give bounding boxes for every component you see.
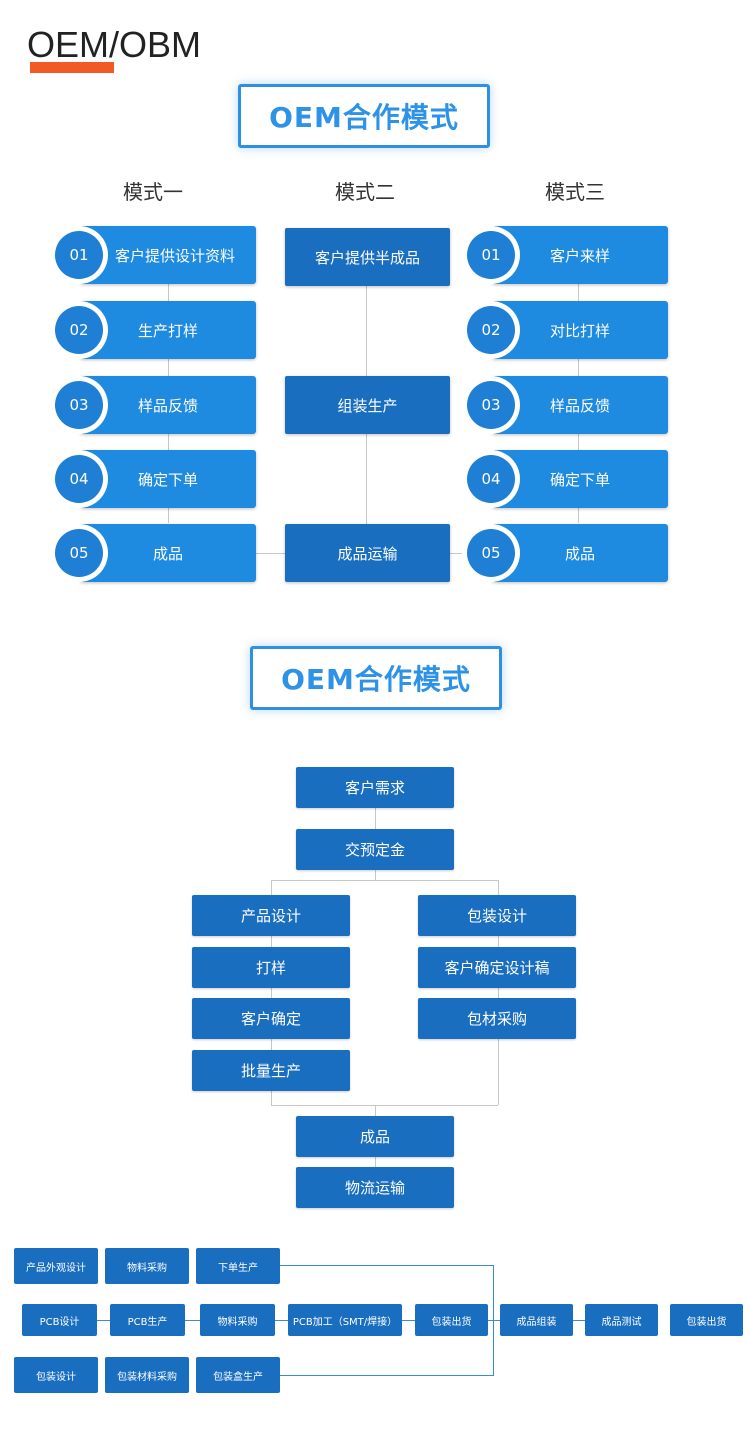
- s3-row2-box-1: PCB设计: [22, 1304, 97, 1336]
- section1-banner-text: OEM合作模式: [269, 101, 459, 134]
- step-number: 03: [467, 381, 515, 429]
- mode3-num-1: 01: [462, 226, 520, 284]
- step-number: 04: [467, 455, 515, 503]
- step-label: 生产打样: [137, 321, 198, 340]
- step-label: 客户提供设计资料: [114, 246, 235, 265]
- s3-row1-box-1: 产品外观设计: [14, 1248, 98, 1284]
- s3-row2-box-6: 成品组装: [500, 1304, 573, 1336]
- mode3-step-1: 客户来样: [492, 226, 668, 284]
- flow-box-finished: 成品: [296, 1116, 454, 1157]
- step-number: 05: [467, 529, 515, 577]
- flow-box-material-purchase: 包材采购: [418, 998, 576, 1039]
- flow-right-branch: [498, 880, 499, 1105]
- s3-row2-box-3: 物料采购: [200, 1304, 275, 1336]
- mode3-num-4: 04: [462, 450, 520, 508]
- step-label: 样品反馈: [549, 396, 610, 415]
- mode2-step-1: 客户提供半成品: [285, 228, 450, 286]
- mode1-num-2: 02: [50, 301, 108, 359]
- s3-row2-box-2: PCB生产: [110, 1304, 185, 1336]
- flow-box-design-confirm: 客户确定设计稿: [418, 947, 576, 988]
- flow-box-mass-production: 批量生产: [192, 1050, 350, 1091]
- step-label: 确定下单: [549, 470, 610, 489]
- s3-row3-box-3: 包装盒生产: [196, 1357, 280, 1393]
- s3-row2-box-7: 成品测试: [585, 1304, 658, 1336]
- step-label: 客户来样: [549, 246, 610, 265]
- flow-box-deposit: 交预定金: [296, 829, 454, 870]
- mode2-step-3: 成品运输: [285, 524, 450, 582]
- step-number: 05: [55, 529, 103, 577]
- mode1-step-1: 客户提供设计资料: [80, 226, 256, 284]
- mode3-num-5: 05: [462, 524, 520, 582]
- mode1-step-4: 确定下单: [80, 450, 256, 508]
- mode3-step-2: 对比打样: [492, 301, 668, 359]
- title-underline: [30, 62, 114, 73]
- s3-row3-box-1: 包装设计: [14, 1357, 98, 1393]
- s3-row3-line: [280, 1375, 493, 1376]
- step-number: 01: [55, 231, 103, 279]
- mode1-num-5: 05: [50, 524, 108, 582]
- mode1-step-2: 生产打样: [80, 301, 256, 359]
- bottom-connector-right: [450, 553, 470, 554]
- flow-split-line: [271, 880, 498, 881]
- step-number: 03: [55, 381, 103, 429]
- step-number: 01: [467, 231, 515, 279]
- s3-row2-box-5: 包装出货: [415, 1304, 488, 1336]
- mode3-num-2: 02: [462, 301, 520, 359]
- s3-row2-box-8: 包装出货: [670, 1304, 743, 1336]
- flow-box-customer-confirm: 客户确定: [192, 998, 350, 1039]
- column2-title: 模式二: [335, 180, 395, 204]
- column1-title: 模式一: [123, 180, 183, 204]
- section2-banner: OEM合作模式: [250, 646, 502, 710]
- flow-merge-line: [271, 1105, 498, 1106]
- page-title: OEM/OBM: [27, 24, 202, 65]
- s3-row1-box-2: 物料采购: [105, 1248, 189, 1284]
- s3-row2-box-4: PCB加工（SMT/焊接）: [288, 1304, 402, 1336]
- s3-row3-box-2: 包装材料采购: [105, 1357, 189, 1393]
- step-label: 确定下单: [137, 470, 198, 489]
- step-label: 对比打样: [549, 321, 610, 340]
- flow-left-branch: [271, 880, 272, 1105]
- mode2-step-2: 组装生产: [285, 376, 450, 434]
- s3-row1-line: [280, 1265, 493, 1266]
- section2-banner-text: OEM合作模式: [281, 663, 471, 696]
- mode3-step-3: 样品反馈: [492, 376, 668, 434]
- mode1-num-4: 04: [50, 450, 108, 508]
- column3-title: 模式三: [545, 180, 605, 204]
- mode3-step-4: 确定下单: [492, 450, 668, 508]
- s3-row1-box-3: 下单生产: [196, 1248, 280, 1284]
- mode3-num-3: 03: [462, 376, 520, 434]
- step-label: 成品: [564, 544, 595, 563]
- mode1-step-5: 成品: [80, 524, 256, 582]
- mode1-num-3: 03: [50, 376, 108, 434]
- section1-banner: OEM合作模式: [238, 84, 490, 148]
- step-number: 04: [55, 455, 103, 503]
- flow-box-logistics: 物流运输: [296, 1167, 454, 1208]
- mode1-num-1: 01: [50, 226, 108, 284]
- step-label: 样品反馈: [137, 396, 198, 415]
- flow-box-product-design: 产品设计: [192, 895, 350, 936]
- flow-box-sampling: 打样: [192, 947, 350, 988]
- mode3-step-5: 成品: [492, 524, 668, 582]
- mode1-step-3: 样品反馈: [80, 376, 256, 434]
- flow-box-customer-demand: 客户需求: [296, 767, 454, 808]
- step-number: 02: [55, 306, 103, 354]
- bottom-connector-left: [255, 553, 285, 554]
- step-number: 02: [467, 306, 515, 354]
- step-label: 成品: [152, 544, 183, 563]
- flow-box-package-design: 包装设计: [418, 895, 576, 936]
